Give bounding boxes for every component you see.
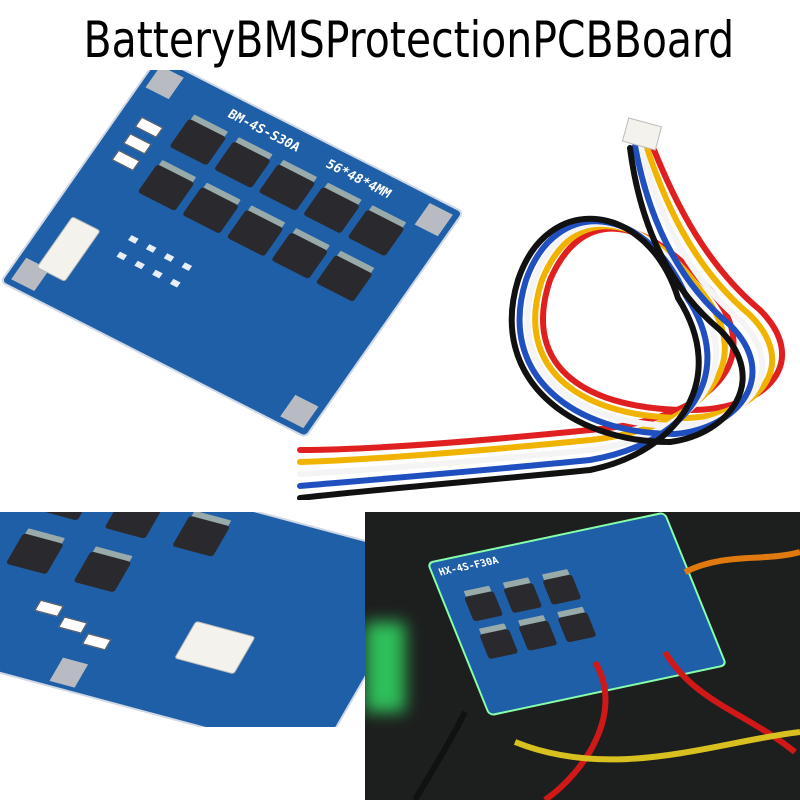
title-word: PCB — [532, 11, 614, 69]
title-word: BMS — [235, 11, 325, 69]
title-word: Board — [613, 11, 735, 69]
wire — [297, 137, 785, 453]
title-word: Protection — [324, 11, 533, 69]
page-title: Battery BMS Protection PCB Board — [72, 0, 734, 80]
wire-harness — [297, 117, 785, 500]
wire — [297, 143, 756, 489]
wire — [297, 139, 776, 465]
wire — [297, 145, 746, 500]
wire-connector — [621, 117, 663, 151]
installed-photo: HX-4S-F30A — [365, 512, 800, 800]
pad — [145, 70, 184, 100]
wire — [297, 141, 766, 477]
connector — [36, 216, 101, 282]
closeup-photo — [0, 512, 365, 727]
title-word: Battery — [83, 11, 236, 69]
